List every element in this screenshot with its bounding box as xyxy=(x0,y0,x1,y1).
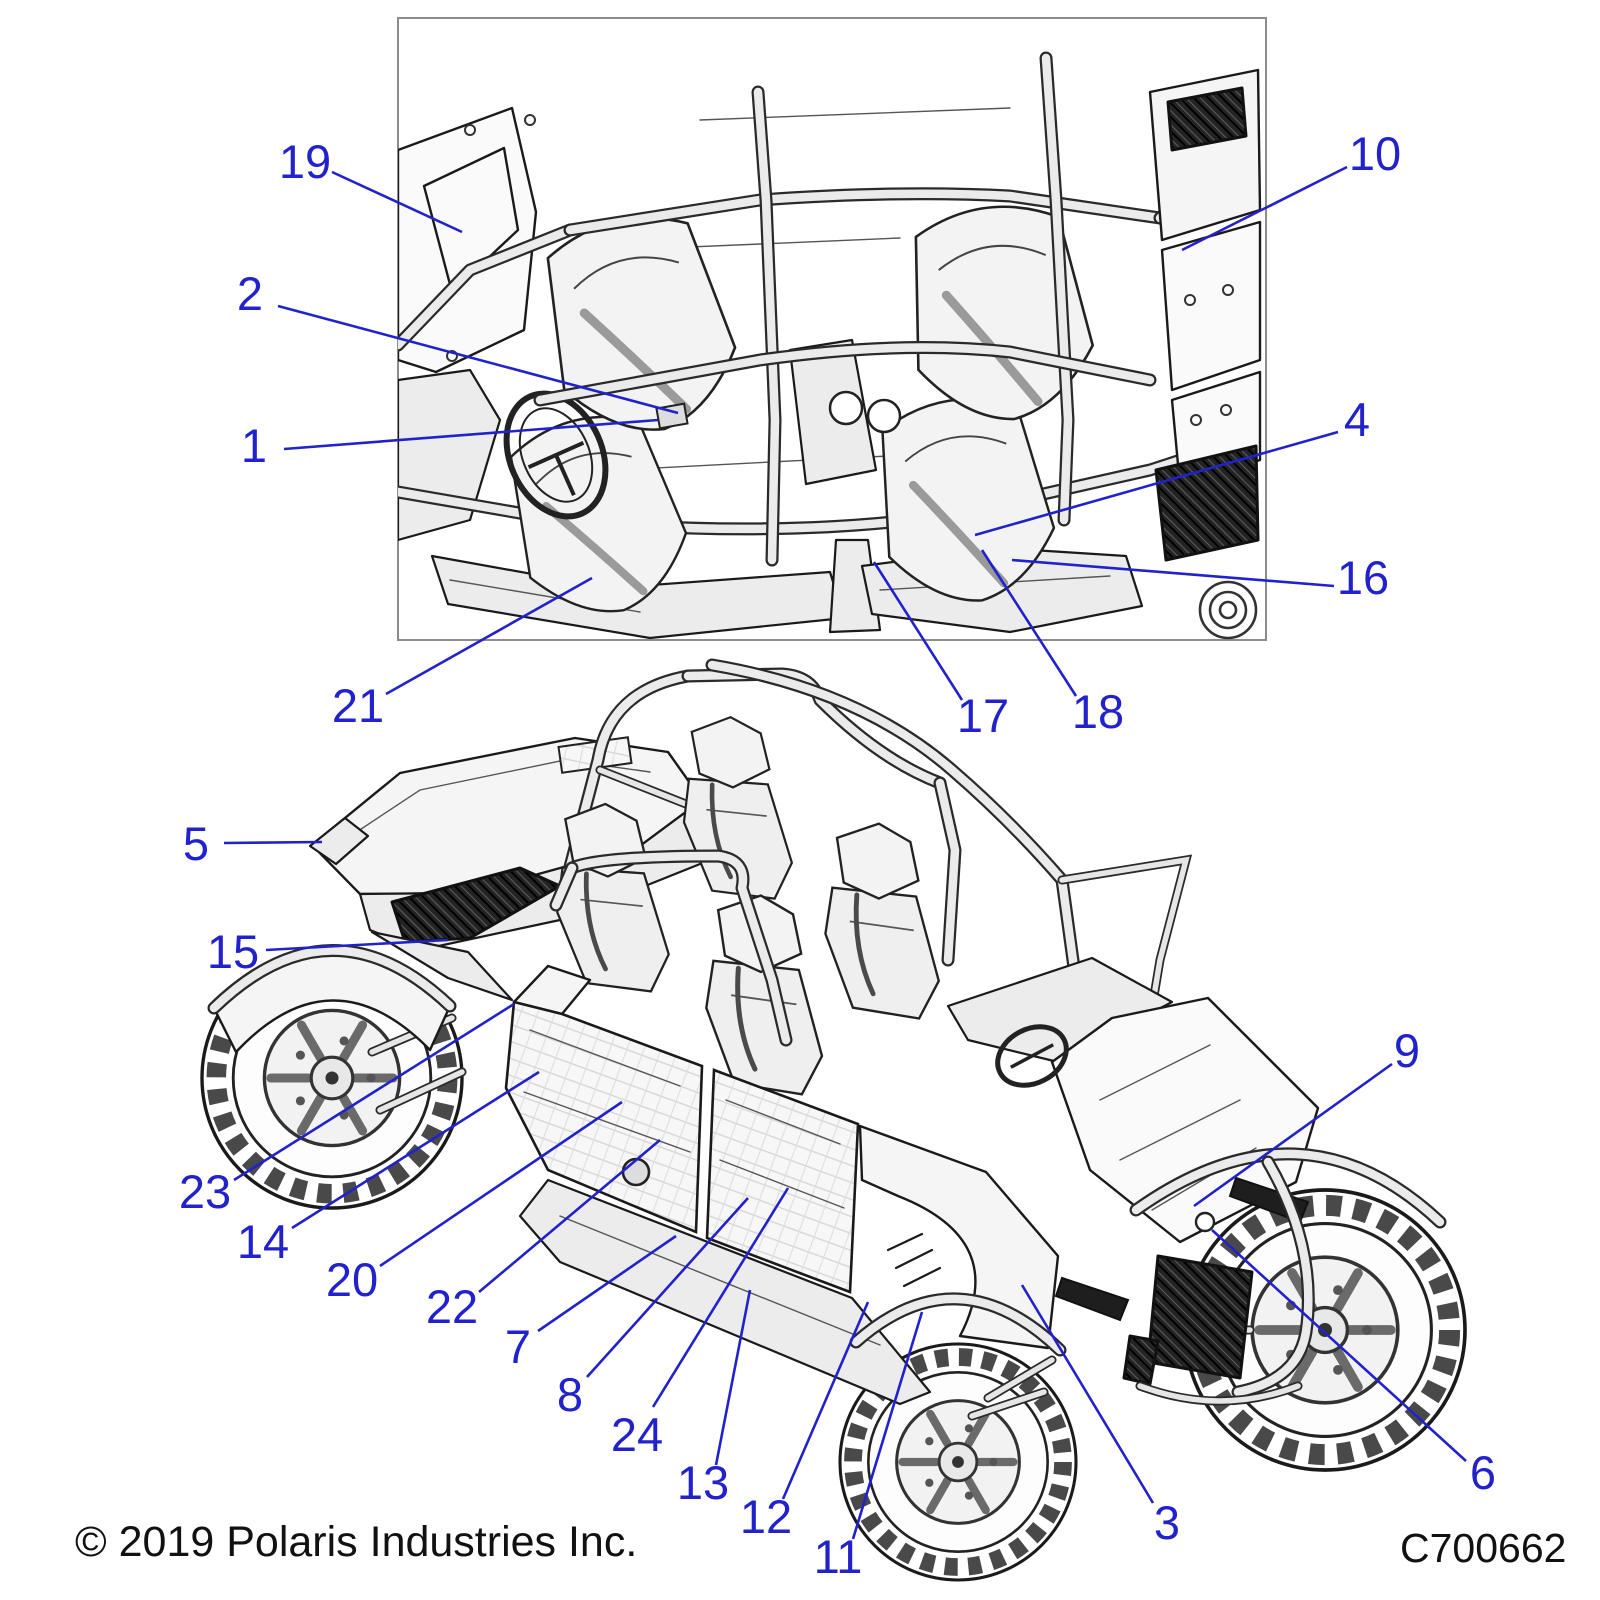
fastener-dots xyxy=(446,114,1234,426)
front-door-panel xyxy=(705,1068,860,1294)
front-left-fender-flare-highlight xyxy=(851,1294,1065,1355)
top-view-illustration xyxy=(398,58,1262,640)
coil-spring xyxy=(1198,580,1258,640)
callout-label-8: 8 xyxy=(557,1368,583,1421)
leader-line-13 xyxy=(714,1289,752,1466)
left-window-cutout xyxy=(422,146,520,294)
leader-line-19 xyxy=(331,170,463,234)
bed-corner-step xyxy=(308,816,370,866)
rear-quarter-panel xyxy=(370,930,514,1002)
leader-line-11 xyxy=(851,1311,924,1540)
console-gauge xyxy=(828,390,864,426)
callout-label-15: 15 xyxy=(207,925,259,978)
leader-line-16 xyxy=(1011,558,1335,588)
callout-label-21: 21 xyxy=(332,679,384,732)
leader-line-9 xyxy=(1193,1062,1393,1208)
front-grille-mesh xyxy=(1146,1254,1254,1380)
callout-label-24: 24 xyxy=(611,1408,663,1461)
callout-label-13: 13 xyxy=(677,1456,729,1509)
front-bumper-tube-highlight xyxy=(1233,1157,1313,1397)
callout-label-10: 10 xyxy=(1349,127,1401,180)
callout-label-19: 19 xyxy=(279,135,331,188)
leader-line-15 xyxy=(265,938,449,952)
leader-line-21 xyxy=(385,576,593,696)
callout-label-7: 7 xyxy=(505,1320,531,1373)
leader-line-14 xyxy=(291,1070,540,1230)
callout-label-20: 20 xyxy=(326,1253,378,1306)
leader-line-24 xyxy=(651,1187,790,1408)
left-headlight xyxy=(1054,1276,1130,1322)
right-mid-body-panel xyxy=(1160,220,1262,392)
bed-side-vent-mesh xyxy=(390,866,562,944)
front-right-fender-flare-highlight xyxy=(1131,1149,1445,1227)
rocker-step-line xyxy=(559,1215,881,1346)
callout-label-9: 9 xyxy=(1394,1024,1420,1077)
steering-wheel xyxy=(995,1024,1069,1088)
leader-line-6 xyxy=(1211,1229,1467,1462)
callout-label-18: 18 xyxy=(1072,685,1124,738)
callout-label-2: 2 xyxy=(237,267,263,320)
right-vent-mesh xyxy=(1166,86,1248,152)
callout-label-14: 14 xyxy=(237,1215,289,1268)
leader-line-17 xyxy=(872,561,964,701)
steering-wheel xyxy=(503,390,609,520)
copyright-text: © 2019 Polaris Industries Inc. xyxy=(75,1518,637,1566)
front-left-fender xyxy=(858,1124,1060,1350)
side-view-illustration xyxy=(202,665,1465,1580)
callout-label-17: 17 xyxy=(957,689,1009,742)
leader-line-22 xyxy=(478,1139,661,1293)
leader-line-12 xyxy=(781,1301,870,1500)
front-door-seams xyxy=(719,1099,845,1209)
callout-label-16: 16 xyxy=(1337,551,1389,604)
console-gauge xyxy=(866,398,902,434)
callout-label-3: 3 xyxy=(1154,1496,1180,1549)
rear-fender-flare-highlight xyxy=(209,946,455,1013)
leader-line-18 xyxy=(980,549,1078,697)
door-latch xyxy=(621,1157,651,1187)
leader-line-23 xyxy=(233,1002,515,1182)
diagram-code: C700662 xyxy=(1400,1525,1566,1571)
center-floor-hump xyxy=(828,538,882,634)
leader-line-5 xyxy=(223,840,323,845)
hood-panel xyxy=(1050,996,1320,1244)
rear-door-panel xyxy=(504,1000,704,1234)
leader-line-3 xyxy=(1020,1284,1155,1504)
rear-door-seams xyxy=(523,1029,691,1153)
lower-bumper-tube-highlight xyxy=(1137,1383,1301,1404)
front-grille-mesh-top-view xyxy=(1154,444,1260,562)
callout-label-22: 22 xyxy=(426,1280,478,1333)
leader-line-1 xyxy=(283,418,659,451)
callout-label-6: 6 xyxy=(1470,1446,1496,1499)
leader-line-10 xyxy=(1181,165,1348,252)
leader-line-20 xyxy=(379,1100,623,1268)
callout-label-4: 4 xyxy=(1344,393,1370,446)
fender-vent-slats xyxy=(886,1232,942,1288)
callout-label-1: 1 xyxy=(241,419,267,472)
callout-label-11: 11 xyxy=(814,1530,863,1583)
lower-grille-mesh xyxy=(1122,1334,1160,1386)
front-right-seat xyxy=(815,819,943,1027)
leader-line-2 xyxy=(277,304,679,415)
callout-label-5: 5 xyxy=(183,817,209,870)
rear-right-seat xyxy=(670,712,796,910)
callout-label-23: 23 xyxy=(179,1165,231,1218)
hood-badge xyxy=(1194,1211,1216,1233)
leader-line-8 xyxy=(586,1197,749,1378)
leader-line-4 xyxy=(974,430,1339,537)
callout-label-12: 12 xyxy=(740,1490,792,1543)
leader-line-7 xyxy=(537,1234,677,1333)
